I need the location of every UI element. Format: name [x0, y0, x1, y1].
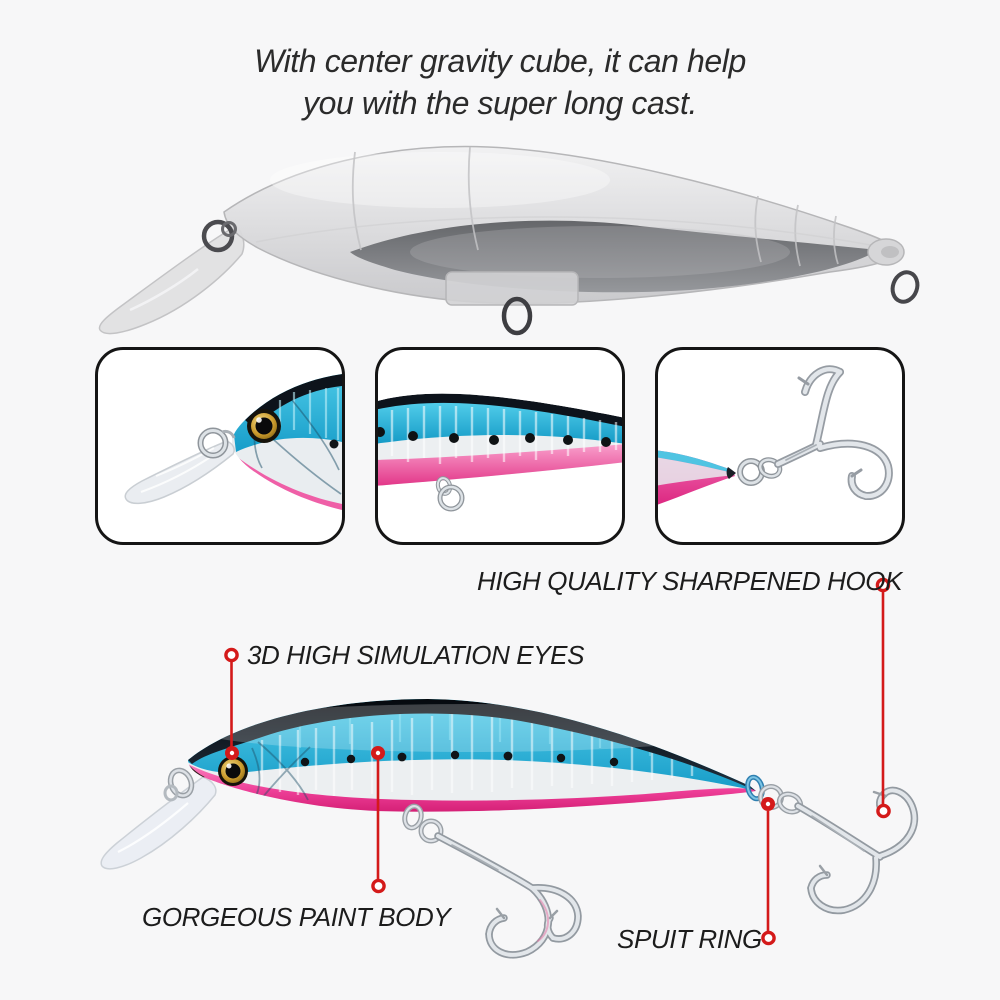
- main-lure-lip: [100, 776, 217, 870]
- callout-label-paint-body: GORGEOUS PAINT BODY: [142, 902, 451, 932]
- hook-closeup-panel: [655, 347, 905, 545]
- closeup-nose-ring: [197, 427, 236, 459]
- closeup-lip: [124, 440, 235, 505]
- body-closeup-illustration: [378, 393, 622, 512]
- headline: With center gravity cube, it can help yo…: [0, 40, 1000, 124]
- clear-lure-belly-ring: [501, 296, 533, 336]
- headline-line-2: you with the super long cast.: [303, 85, 697, 122]
- head-closeup-panel: [95, 347, 345, 545]
- clear-lure-cube-holder: [445, 271, 579, 306]
- callout-label-split-ring: SPUIT RING: [617, 924, 762, 954]
- clear-lure-figure: [98, 145, 920, 336]
- clear-lure-tail-ring: [890, 270, 920, 304]
- eyes-callout-line: [224, 647, 239, 760]
- eyes-ring-icon: [224, 647, 239, 663]
- main-lure-spots: [300, 750, 619, 767]
- closeup-eye: [247, 409, 281, 443]
- callout-markers: [224, 577, 891, 946]
- paint-ring-icon: [371, 878, 386, 894]
- ring-callout-line: [761, 797, 776, 946]
- belly-treble-hook: [402, 803, 582, 959]
- main-lure-dark-back: [188, 699, 756, 791]
- main-lure-nose-ring: [163, 767, 195, 802]
- clear-lure-seam-lines: [351, 146, 839, 267]
- hook-callout-line: [875, 577, 891, 819]
- hook-closeup-illustration: [658, 365, 893, 505]
- headline-line-1: With center gravity cube, it can help: [254, 43, 746, 79]
- clear-lure-lip: [98, 225, 245, 335]
- callout-label-hook: HIGH QUALITY SHARPENED HOOK: [477, 566, 903, 596]
- head-closeup-illustration: [124, 374, 342, 510]
- hook-target-ring-icon: [876, 803, 891, 819]
- hook-ring-icon: [875, 577, 891, 593]
- tail-treble-hook: [745, 774, 919, 915]
- closeup-belly-ring: [435, 476, 465, 512]
- main-lure-eye: [218, 756, 248, 786]
- closeup-treble-hook: [737, 365, 893, 500]
- ring-ring-icon: [761, 930, 776, 946]
- body-closeup-panel: [375, 347, 625, 545]
- callout-label-eyes: 3D HIGH SIMULATION EYES: [247, 640, 585, 670]
- closeup-tail-cone: [658, 450, 736, 505]
- closeup-spots: [378, 427, 611, 447]
- paint-callout-line: [371, 746, 386, 894]
